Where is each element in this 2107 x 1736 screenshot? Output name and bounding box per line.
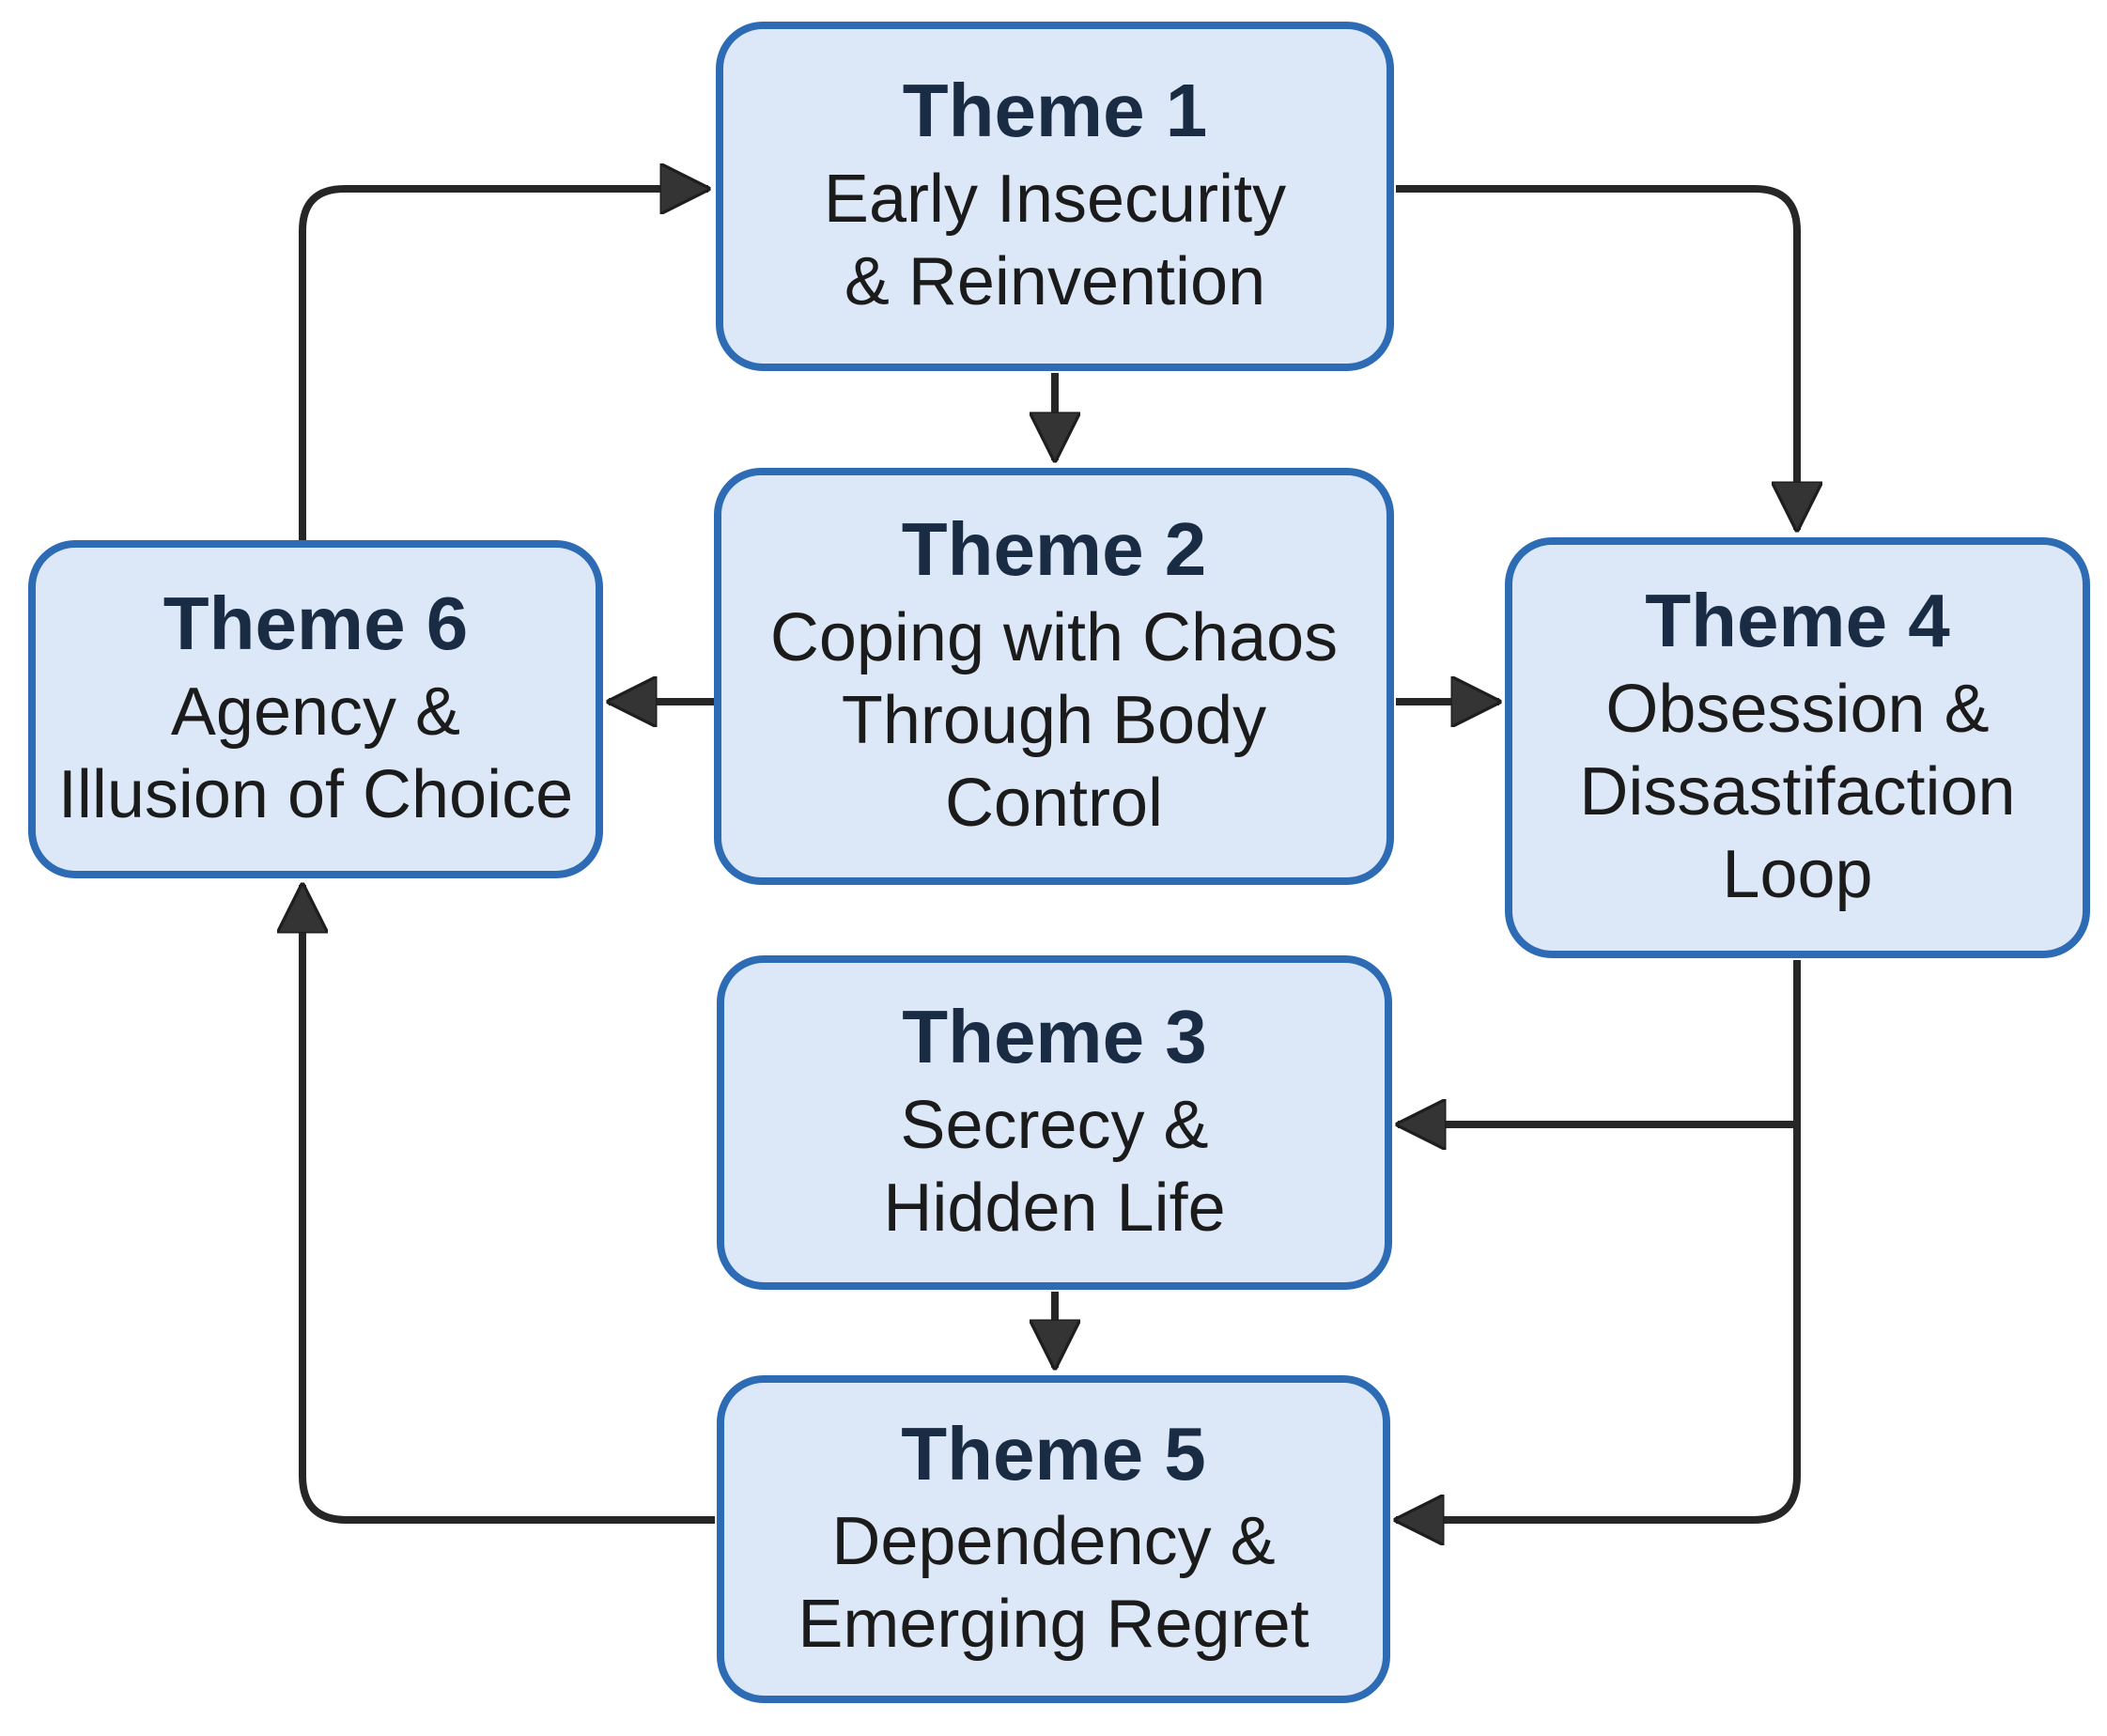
arrow-theme6-to-theme1 xyxy=(299,189,708,542)
theme-2-subtitle: Coping with Chaos Through Body Control xyxy=(769,600,1339,841)
theme-1-title: Theme 1 xyxy=(902,69,1208,153)
theme-5-subtitle: Dependency & Emerging Regret xyxy=(798,1504,1309,1663)
theme-4-subtitle: Obsession & Dissastifaction Loop xyxy=(1579,672,2016,912)
theme-3-subtitle: Secrecy & Hidden Life xyxy=(883,1087,1226,1246)
theme-1-box: Theme 1 Early Insecurity & Reinvention xyxy=(716,22,1394,371)
theme-6-subtitle: Agency & Illusion of Choice xyxy=(57,674,574,832)
arrow-theme4-to-theme5 xyxy=(1396,960,1801,1520)
theme-2-box: Theme 2 Coping with Chaos Through Body C… xyxy=(714,468,1394,885)
theme-6-box: Theme 6 Agency & Illusion of Choice xyxy=(28,540,603,878)
theme-6-title: Theme 6 xyxy=(163,581,469,666)
theme-1-subtitle: Early Insecurity & Reinvention xyxy=(823,161,1287,319)
theme-4-box: Theme 4 Obsession & Dissastifaction Loop xyxy=(1505,537,2090,958)
theme-5-title: Theme 5 xyxy=(901,1411,1206,1496)
theme-5-box: Theme 5 Dependency & Emerging Regret xyxy=(717,1375,1390,1703)
arrow-theme5-to-theme6 xyxy=(302,885,715,1524)
theme-3-box: Theme 3 Secrecy & Hidden Life xyxy=(717,955,1392,1290)
theme-4-title: Theme 4 xyxy=(1645,579,1950,663)
theme-2-title: Theme 2 xyxy=(901,507,1207,592)
theme-3-title: Theme 3 xyxy=(902,995,1207,1079)
arrow-theme1-to-theme4 xyxy=(1396,185,1797,530)
